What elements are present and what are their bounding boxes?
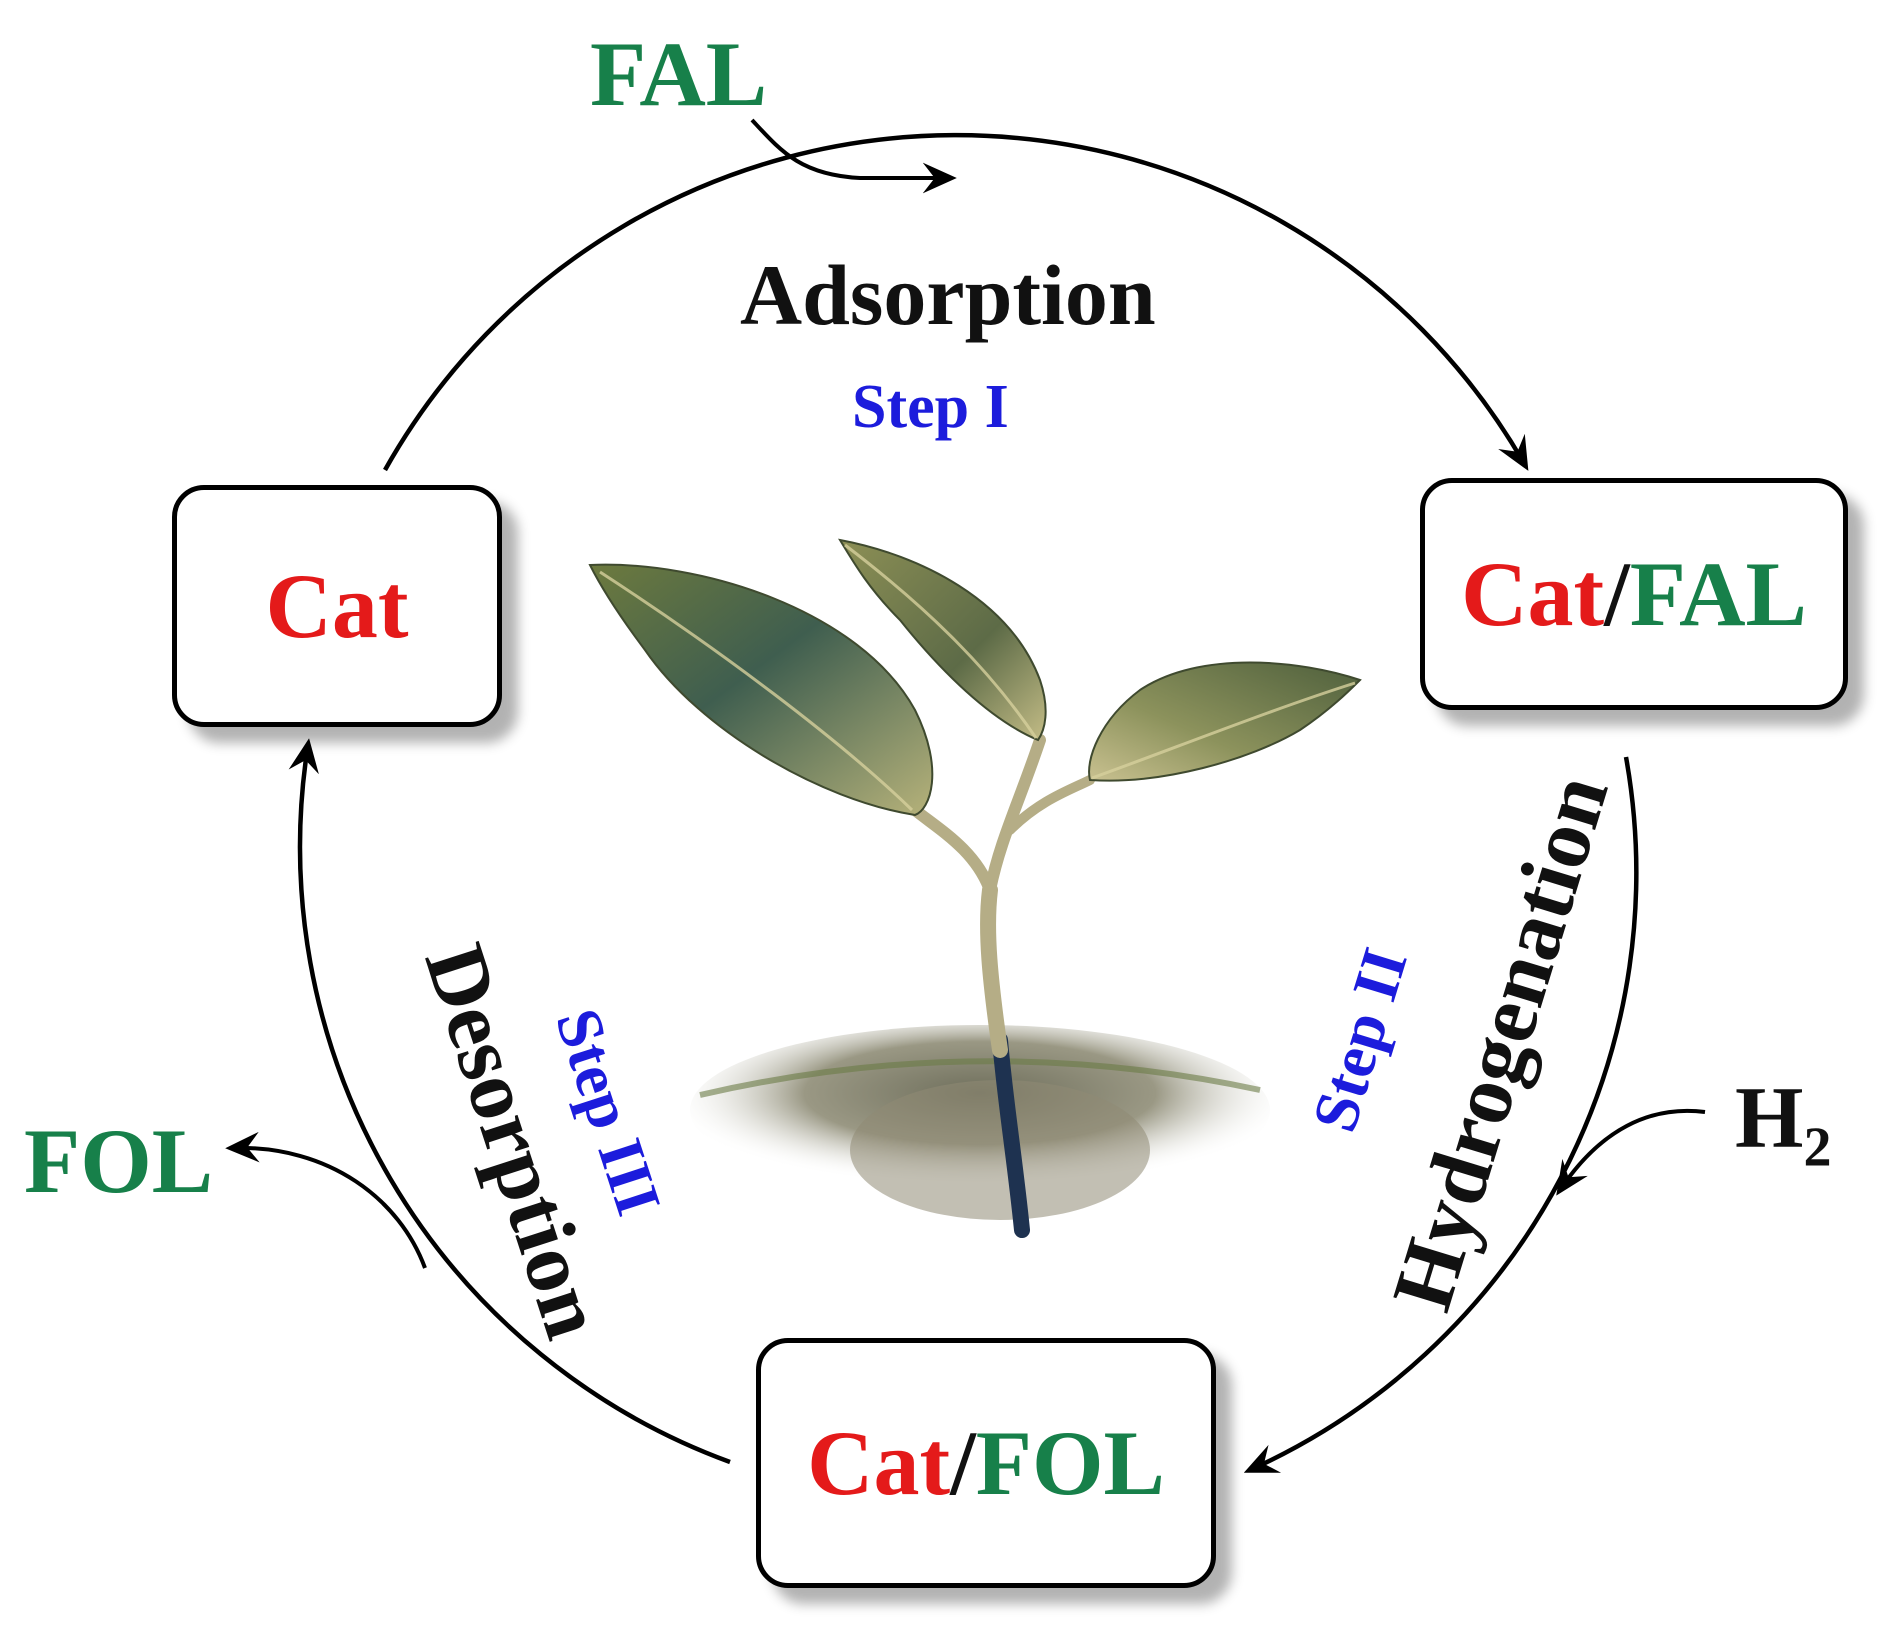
state-box-cat-fal: Cat/FAL (1420, 478, 1848, 710)
arrow-fol-output (225, 1131, 427, 1269)
cat-fol-cat-text: Cat (807, 1412, 951, 1514)
cat-fol-separator: / (950, 1412, 976, 1514)
arrow-h2-input (1556, 1108, 1706, 1196)
h2-subscript: 2 (1803, 1116, 1832, 1179)
cat-fal-fal-text: FAL (1629, 543, 1807, 645)
step1-name: Adsorption (740, 247, 1156, 343)
cat-fal-separator: / (1604, 543, 1630, 645)
fal-input-label: FAL (590, 23, 768, 125)
arrow-fal-input (750, 118, 957, 194)
arrow-step3-desorption (288, 738, 731, 1465)
h2-input-label: H2 (1735, 1075, 1831, 1176)
state-box-cat-fol: Cat/FOL (756, 1338, 1216, 1588)
state-box-cat: Cat (172, 485, 502, 727)
step1-label: Step I (852, 373, 1009, 441)
h2-main-text: H (1735, 1070, 1804, 1167)
arrow-step1-adsorption (383, 132, 1529, 472)
cat-fal-cat-text: Cat (1461, 543, 1605, 645)
fol-output-label: FOL (24, 1110, 214, 1212)
cat-fol-fol-text: FOL (975, 1412, 1165, 1514)
plant-seedling-in-soil-icon (588, 538, 1362, 1238)
cat-label: Cat (265, 555, 409, 657)
